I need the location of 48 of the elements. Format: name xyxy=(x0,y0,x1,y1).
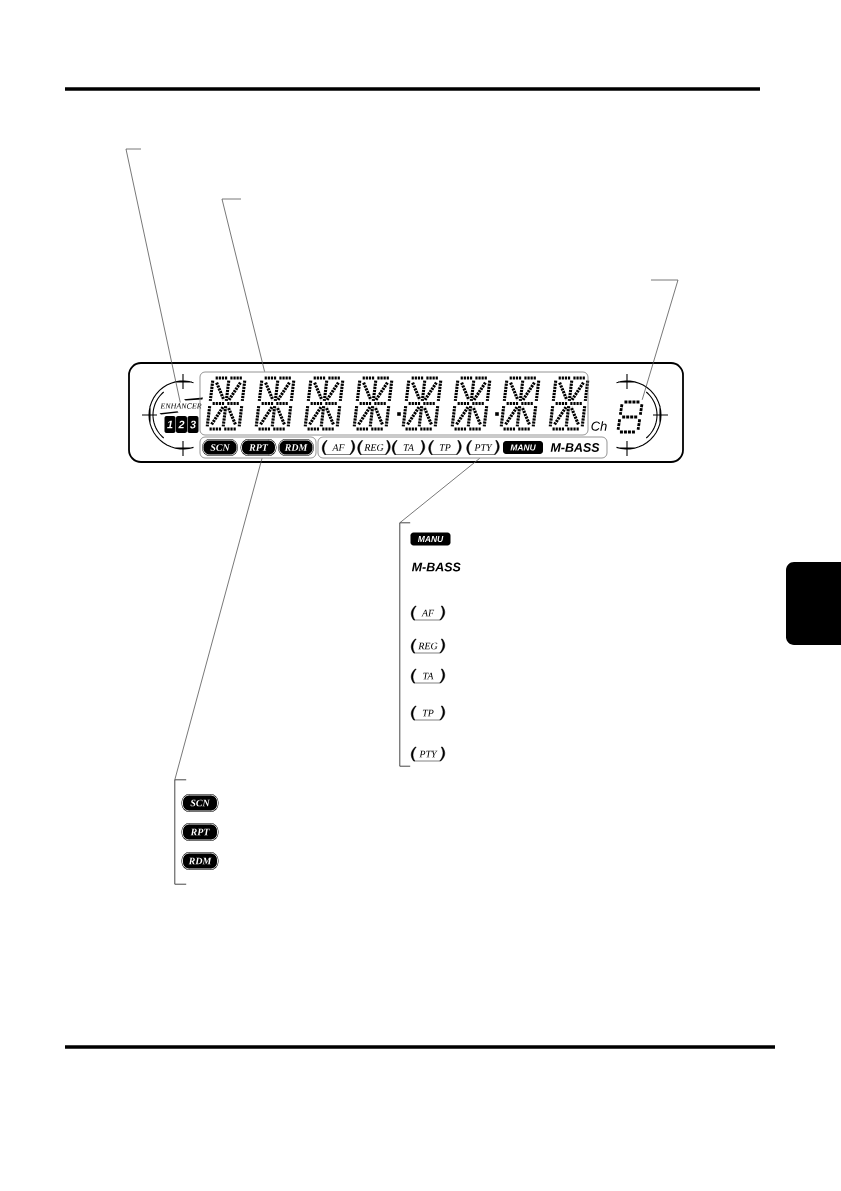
node-label: TP xyxy=(422,709,434,717)
node-label: REG xyxy=(364,444,384,451)
node-label: TA xyxy=(423,672,434,680)
node-label: 1 xyxy=(167,420,173,429)
indicator-pill: AF xyxy=(322,440,355,455)
display-panel xyxy=(128,362,684,463)
indicator-label: M-BASS xyxy=(550,443,600,452)
leader-line xyxy=(174,458,263,781)
indicator-pill: MANU xyxy=(503,441,543,454)
leader-line xyxy=(221,198,265,372)
indicator-pill: RDM xyxy=(278,439,314,456)
indicator-pill: TA xyxy=(392,440,425,455)
indicator-pill: REG xyxy=(357,440,391,455)
segment-digit xyxy=(616,400,644,434)
node-label: 2 xyxy=(178,420,185,429)
indicator-pill: RDM xyxy=(181,852,219,870)
indicator-pill: AF xyxy=(411,605,445,621)
node-label: REG xyxy=(418,642,438,650)
indicator-pill: MANU xyxy=(410,532,451,546)
leader-line xyxy=(641,279,679,401)
node-label: TP xyxy=(439,444,451,451)
indicator-pill: TA xyxy=(411,668,445,684)
number-tile: 3 xyxy=(187,416,199,433)
indicator-pill: SCN xyxy=(202,439,238,456)
bracket xyxy=(174,779,187,885)
node-label: AF xyxy=(421,609,435,617)
indicator-label: Ch xyxy=(591,421,607,431)
indicator-pill: TP xyxy=(428,440,462,455)
indicator-pill: TP xyxy=(411,705,445,721)
node-label: PTY xyxy=(419,750,438,758)
indicator-label: M-BASS xyxy=(411,562,461,572)
indicator-pill: REG xyxy=(411,638,445,654)
section-tab xyxy=(786,562,841,645)
leader-line xyxy=(125,148,181,403)
node-label: 3 xyxy=(190,420,196,429)
bracket xyxy=(399,522,411,767)
node-label: AF xyxy=(331,444,345,451)
leader-line xyxy=(399,458,480,524)
indicator-group-frame xyxy=(317,436,608,459)
indicator-pill: PTY xyxy=(411,746,445,762)
indicator-pill: RPT xyxy=(240,439,277,456)
indicator-group-frame xyxy=(199,436,317,459)
number-tile: 2 xyxy=(176,416,187,433)
indicator-pill: SCN xyxy=(181,794,219,812)
node-label: TA xyxy=(403,444,414,451)
indicator-pill: RPT xyxy=(181,823,219,841)
indicator-pill: PTY xyxy=(466,440,500,455)
node-label: PTY xyxy=(474,444,493,451)
